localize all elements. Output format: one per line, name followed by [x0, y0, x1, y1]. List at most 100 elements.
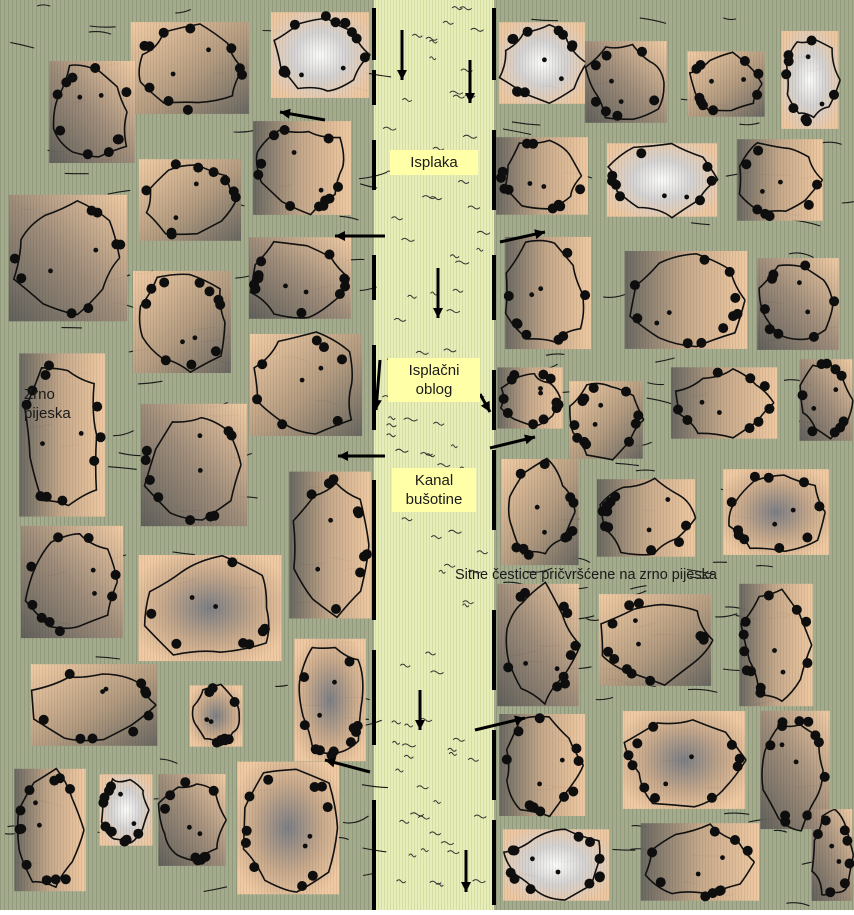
fine-particle	[530, 856, 535, 861]
fine-particle	[830, 427, 840, 437]
fine-particle	[55, 126, 65, 136]
fine-particle	[107, 591, 117, 601]
fine-particle	[837, 859, 842, 864]
fine-particle	[504, 185, 514, 195]
fine-particle	[636, 148, 646, 158]
fine-particle	[42, 875, 52, 885]
fine-particle	[829, 296, 839, 306]
fine-particle	[538, 391, 543, 396]
fine-particle	[820, 102, 825, 107]
fine-particle	[802, 533, 812, 543]
fine-particle	[554, 26, 564, 36]
fine-particle	[522, 139, 532, 149]
fine-particle	[591, 60, 601, 70]
fine-particle	[159, 28, 169, 38]
fine-particle	[673, 405, 683, 415]
fine-particle	[765, 740, 775, 750]
fine-particle	[167, 228, 177, 238]
grain-texture	[271, 12, 369, 98]
fine-particle	[589, 383, 599, 393]
fine-particle	[153, 492, 163, 502]
fine-particle	[611, 180, 621, 190]
fine-particle	[290, 20, 300, 30]
fine-particle	[49, 776, 59, 786]
fine-particle	[619, 99, 624, 104]
fine-particle	[743, 846, 753, 856]
fine-particle	[601, 106, 611, 116]
fine-particle	[40, 441, 45, 446]
fine-particle	[813, 829, 823, 839]
busotine-text: bušotine	[406, 491, 463, 508]
fine-particle	[767, 274, 777, 284]
fine-particle	[141, 185, 151, 195]
fine-particle	[186, 360, 196, 370]
fine-particle	[319, 342, 329, 352]
fine-particle	[538, 286, 543, 291]
grain-texture	[641, 823, 759, 901]
fine-particle	[520, 87, 530, 97]
fine-particle	[741, 617, 751, 627]
fine-particle	[562, 608, 572, 618]
fine-particle	[764, 404, 774, 414]
fine-particle	[792, 605, 802, 615]
fine-particle	[730, 293, 740, 303]
fine-particle	[567, 40, 577, 50]
fine-particle	[791, 508, 796, 513]
fine-particle	[696, 872, 701, 877]
fine-particle	[224, 426, 234, 436]
fine-particle	[296, 308, 306, 318]
fine-particle	[807, 426, 817, 436]
fine-particle	[695, 631, 705, 641]
fine-particle	[510, 874, 520, 884]
fine-particle	[634, 598, 644, 608]
fine-particle	[226, 43, 236, 53]
fine-particle	[333, 416, 343, 426]
fine-particle	[308, 871, 318, 881]
fine-particle	[209, 719, 214, 724]
fine-particle	[708, 105, 718, 115]
fine-particle	[249, 862, 259, 872]
fine-particle	[160, 804, 170, 814]
fine-particle	[784, 50, 794, 60]
fine-particle	[727, 497, 737, 507]
fine-particle	[572, 433, 582, 443]
fine-particle	[285, 201, 295, 211]
pijeska-text: pijeska	[24, 405, 71, 422]
fine-particle	[710, 827, 720, 837]
fine-particle	[104, 147, 114, 157]
fine-particle	[654, 321, 659, 326]
fine-particle	[33, 800, 38, 805]
fine-particle	[297, 881, 307, 891]
fine-particle	[204, 717, 209, 722]
fine-particle	[754, 417, 764, 427]
fine-particle	[53, 90, 63, 100]
fine-particle	[503, 408, 513, 418]
fine-particle	[502, 755, 512, 765]
fine-particle	[574, 832, 584, 842]
fine-particle	[803, 717, 813, 727]
grain-texture	[499, 714, 585, 816]
fine-particle	[523, 27, 533, 37]
fine-particle	[647, 847, 657, 857]
fine-particle	[315, 745, 325, 755]
fine-particle	[556, 870, 561, 875]
fine-particle	[833, 387, 838, 392]
fine-particle	[511, 543, 521, 553]
fine-particle	[689, 754, 694, 759]
fine-particle	[709, 79, 714, 84]
fine-particle	[146, 284, 156, 294]
fine-particle	[209, 167, 219, 177]
fine-particle	[814, 501, 824, 511]
kanal-text: Kanal	[415, 472, 453, 489]
fine-particle	[185, 515, 195, 525]
fine-particle	[772, 522, 777, 527]
fine-particle	[756, 683, 766, 693]
fine-particle	[646, 545, 656, 555]
fine-particle	[696, 338, 706, 348]
fine-particle	[741, 159, 751, 169]
grain-texture	[623, 711, 745, 809]
fine-particle	[121, 87, 131, 97]
fine-particle	[190, 595, 195, 600]
fine-particle	[674, 537, 684, 547]
